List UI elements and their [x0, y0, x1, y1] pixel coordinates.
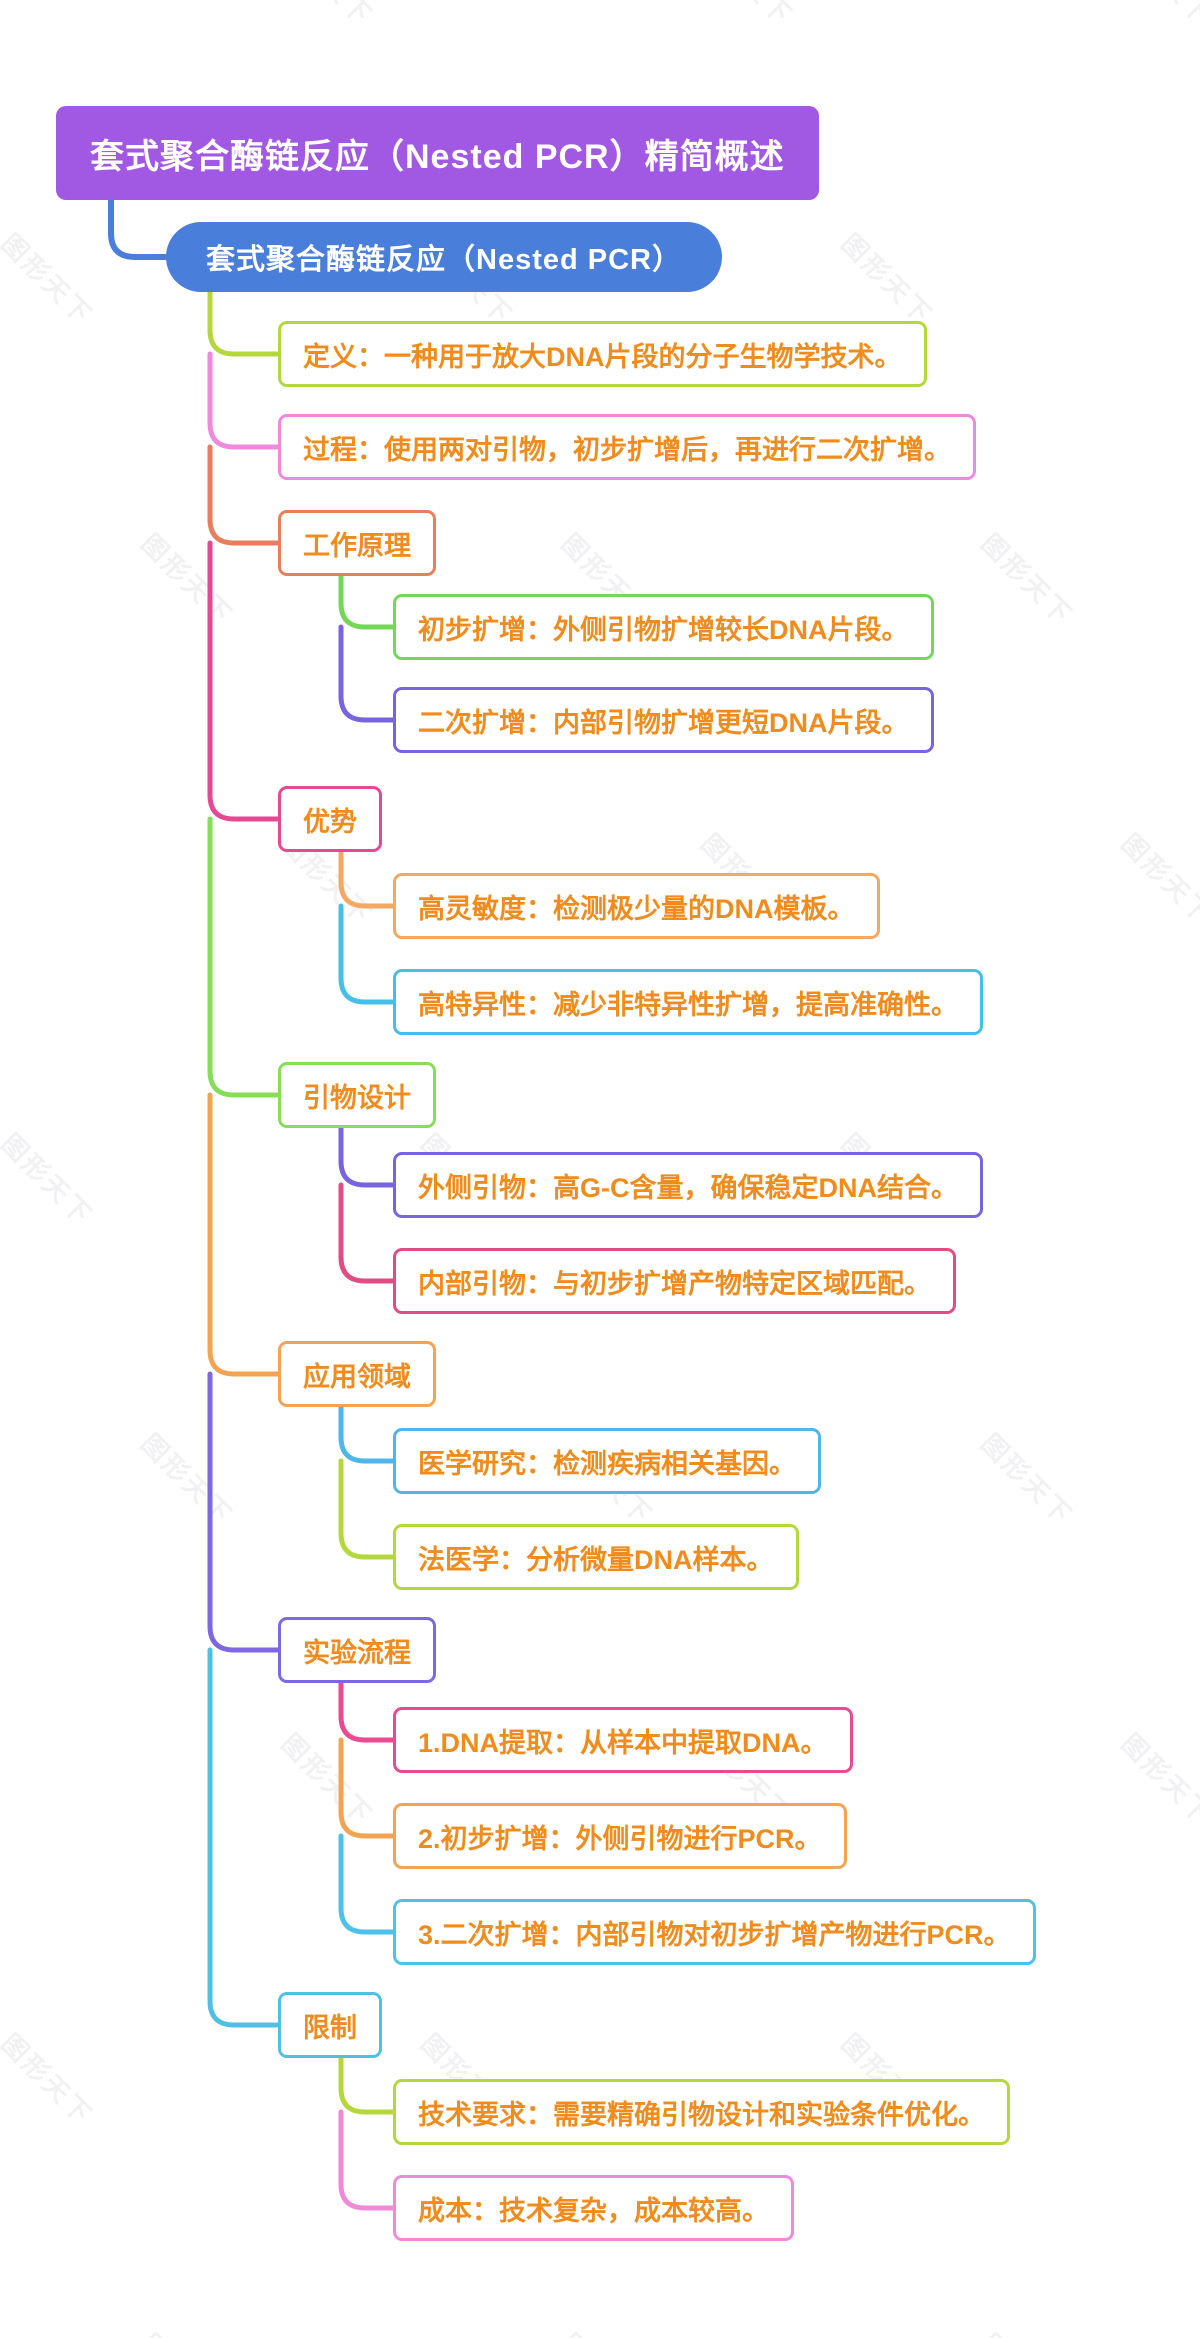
child-node[interactable]: 二次扩增：内部引物扩增更短DNA片段。	[393, 687, 934, 753]
connector-line	[207, 444, 281, 546]
connector-line	[338, 1680, 396, 1743]
branch-node[interactable]: 工作原理	[278, 510, 436, 576]
connector-line	[108, 195, 169, 260]
child-node[interactable]: 1.DNA提取：从样本中提取DNA。	[393, 1707, 853, 1773]
connector-line	[338, 903, 396, 1005]
child-node[interactable]: 初步扩增：外侧引物扩增较长DNA片段。	[393, 594, 934, 660]
branch-node[interactable]: 过程：使用两对引物，初步扩增后，再进行二次扩增。	[278, 414, 976, 480]
branch-node[interactable]: 优势	[278, 786, 382, 852]
child-node[interactable]: 高灵敏度：检测极少量的DNA模板。	[393, 873, 880, 939]
child-node[interactable]: 医学研究：检测疾病相关基因。	[393, 1428, 821, 1494]
branch-node[interactable]: 引物设计	[278, 1062, 436, 1128]
child-node[interactable]: 成本：技术复杂，成本较高。	[393, 2175, 794, 2241]
child-node[interactable]: 法医学：分析微量DNA样本。	[393, 1524, 799, 1590]
connector-line	[338, 2109, 396, 2211]
connector-line	[338, 2055, 396, 2115]
child-node[interactable]: 3.二次扩增：内部引物对初步扩增产物进行PCR。	[393, 1899, 1036, 1965]
connector-line	[207, 1371, 281, 1653]
branch-node[interactable]: 实验流程	[278, 1617, 436, 1683]
child-node[interactable]: 内部引物：与初步扩增产物特定区域匹配。	[393, 1248, 956, 1314]
connector-line	[338, 624, 396, 723]
connector-line	[338, 1737, 396, 1839]
branch-node[interactable]: 限制	[278, 1992, 382, 2058]
child-node[interactable]: 技术要求：需要精确引物设计和实验条件优化。	[393, 2079, 1010, 2145]
hub-node[interactable]: 套式聚合酶链反应（Nested PCR）	[166, 222, 722, 292]
root-node[interactable]: 套式聚合酶链反应（Nested PCR）精简概述	[56, 106, 819, 200]
connector-line	[338, 849, 396, 909]
connector-line	[338, 1125, 396, 1188]
connector-line	[207, 1647, 281, 2028]
connector-line	[207, 1092, 281, 1377]
branch-node[interactable]: 应用领域	[278, 1341, 436, 1407]
connector-line	[338, 1458, 396, 1560]
child-node[interactable]: 外侧引物：高G-C含量，确保稳定DNA结合。	[393, 1152, 983, 1218]
connector-line	[207, 540, 281, 822]
child-node[interactable]: 2.初步扩增：外侧引物进行PCR。	[393, 1803, 847, 1869]
child-node[interactable]: 高特异性：减少非特异性扩增，提高准确性。	[393, 969, 983, 1035]
branch-node[interactable]: 定义：一种用于放大DNA片段的分子生物学技术。	[278, 321, 927, 387]
connector-line	[338, 1833, 396, 1935]
connector-line	[207, 351, 281, 450]
connector-line	[338, 573, 396, 630]
connector-line	[338, 1404, 396, 1464]
connector-line	[207, 287, 281, 357]
connector-line	[338, 1182, 396, 1284]
connector-line	[207, 816, 281, 1098]
